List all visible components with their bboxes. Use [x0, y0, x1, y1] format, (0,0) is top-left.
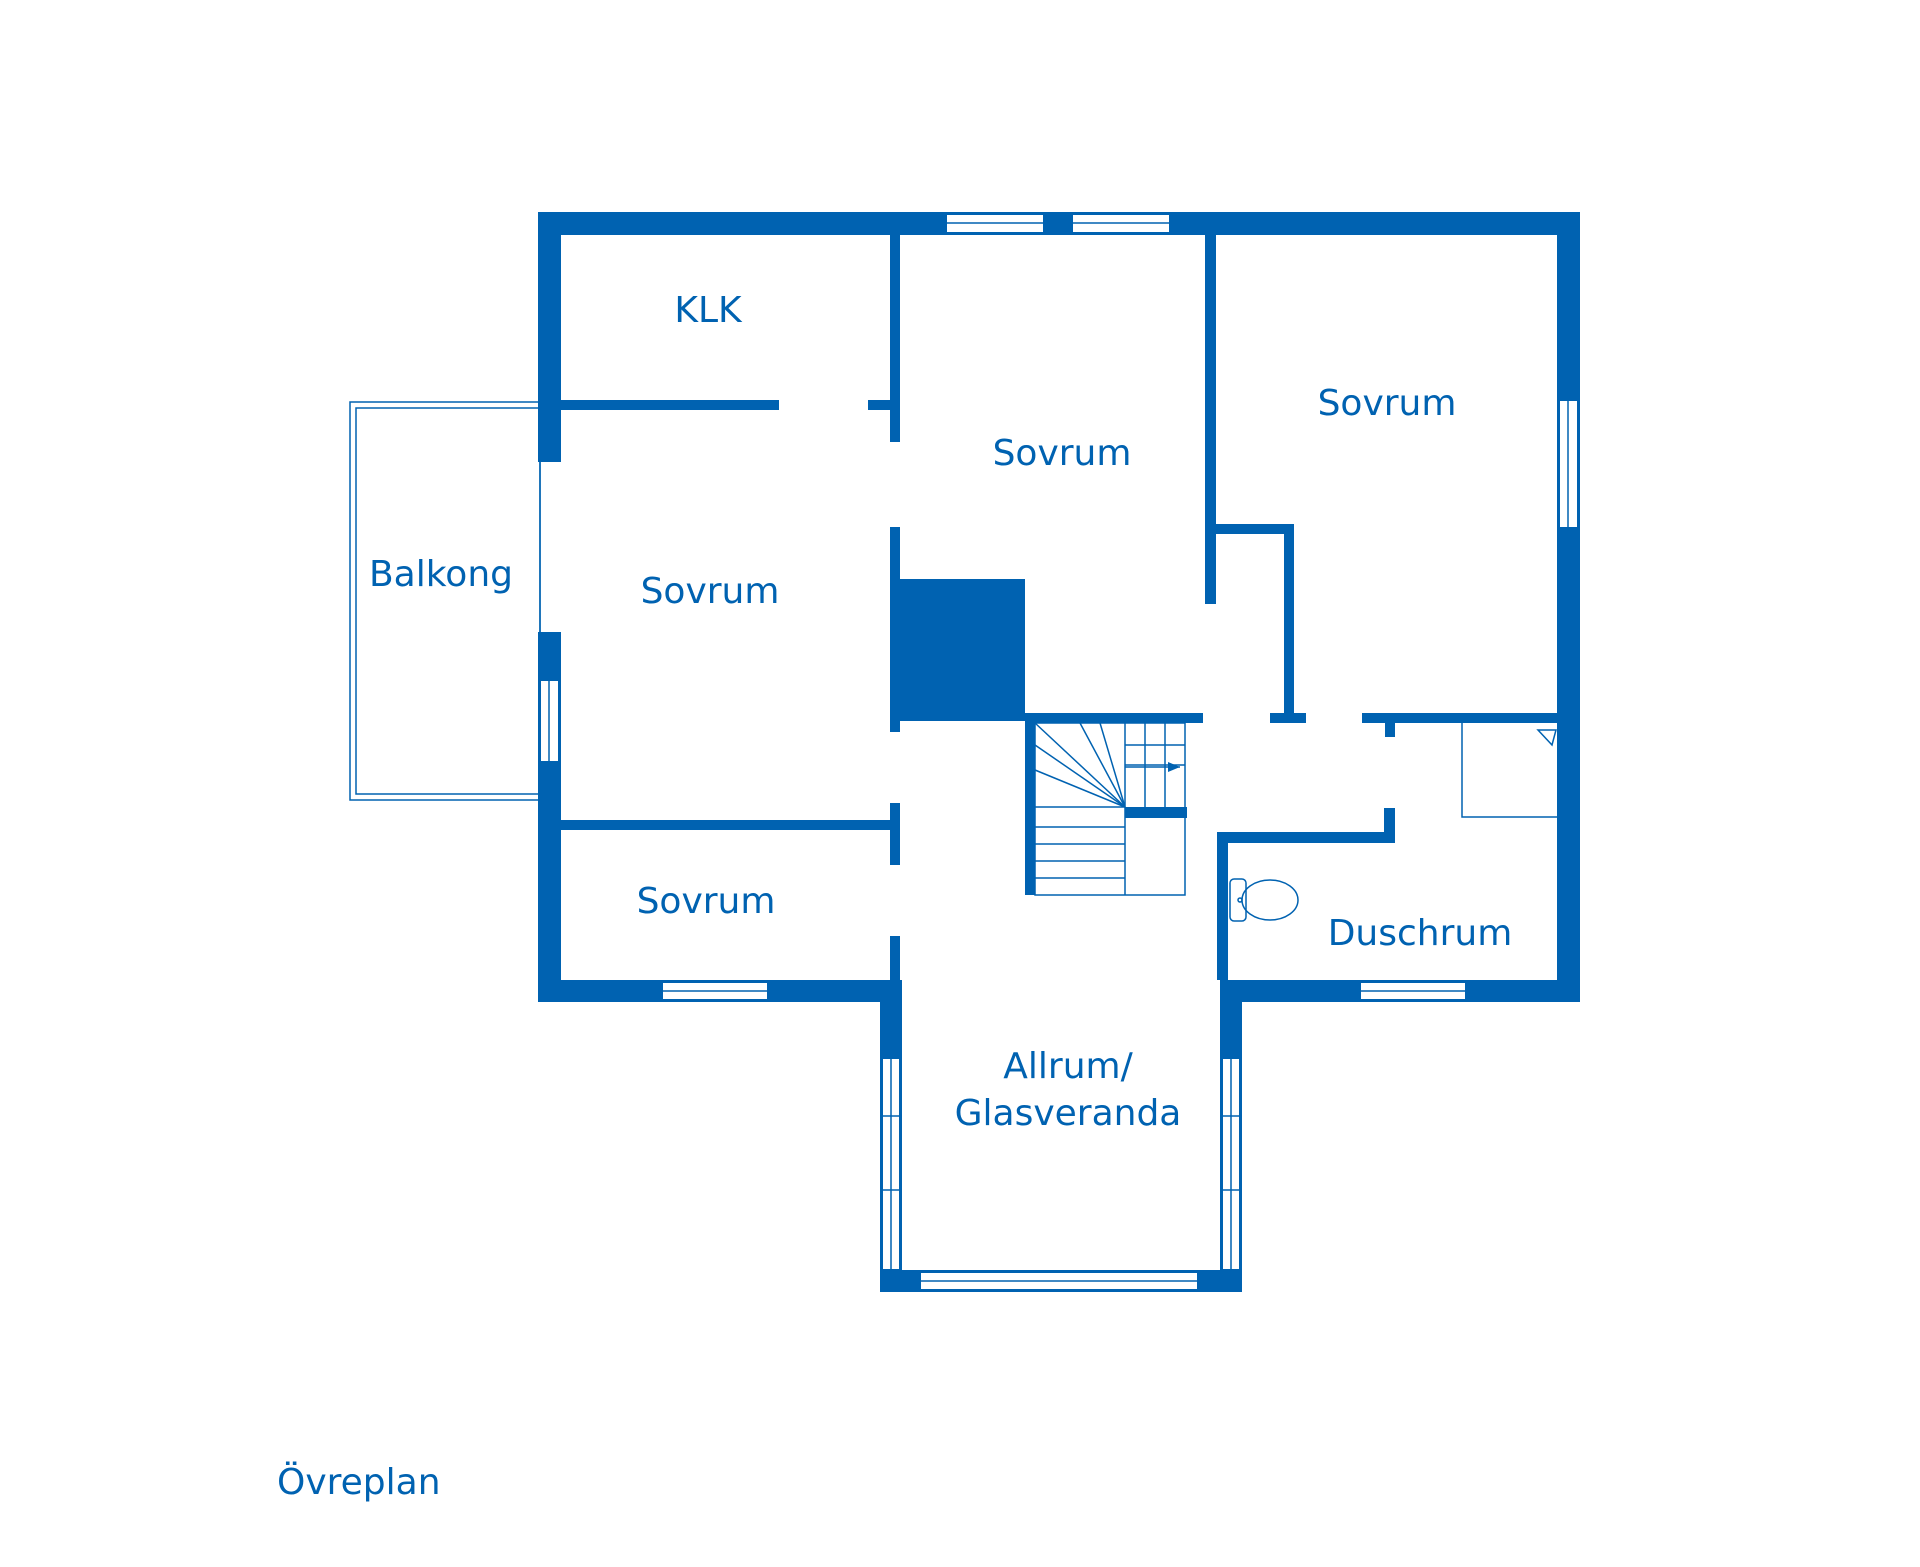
- label-sovrum-center: Sovrum: [993, 433, 1132, 474]
- balcony-outline: [349, 401, 541, 801]
- label-allrum-line2: Glasveranda: [955, 1093, 1182, 1134]
- plan-title: Övreplan: [277, 1462, 441, 1503]
- label-sovrum-bottom: Sovrum: [637, 881, 776, 922]
- room-labels: KLK Sovrum Sovrum Sovrum Balkong Sovrum …: [369, 290, 1512, 1134]
- staircase: [1034, 722, 1186, 896]
- toilet-icon: [1229, 878, 1299, 922]
- interior-walls: [561, 234, 1557, 991]
- label-sovrum-left: Sovrum: [641, 571, 780, 612]
- label-sovrum-right: Sovrum: [1318, 383, 1457, 424]
- label-allrum-line1: Allrum/: [1003, 1046, 1133, 1087]
- windows: [539, 213, 1579, 1291]
- shower-cabinet: [1461, 723, 1557, 818]
- label-duschrum: Duschrum: [1328, 913, 1513, 954]
- label-klk: KLK: [674, 290, 743, 331]
- label-balkong: Balkong: [369, 554, 513, 595]
